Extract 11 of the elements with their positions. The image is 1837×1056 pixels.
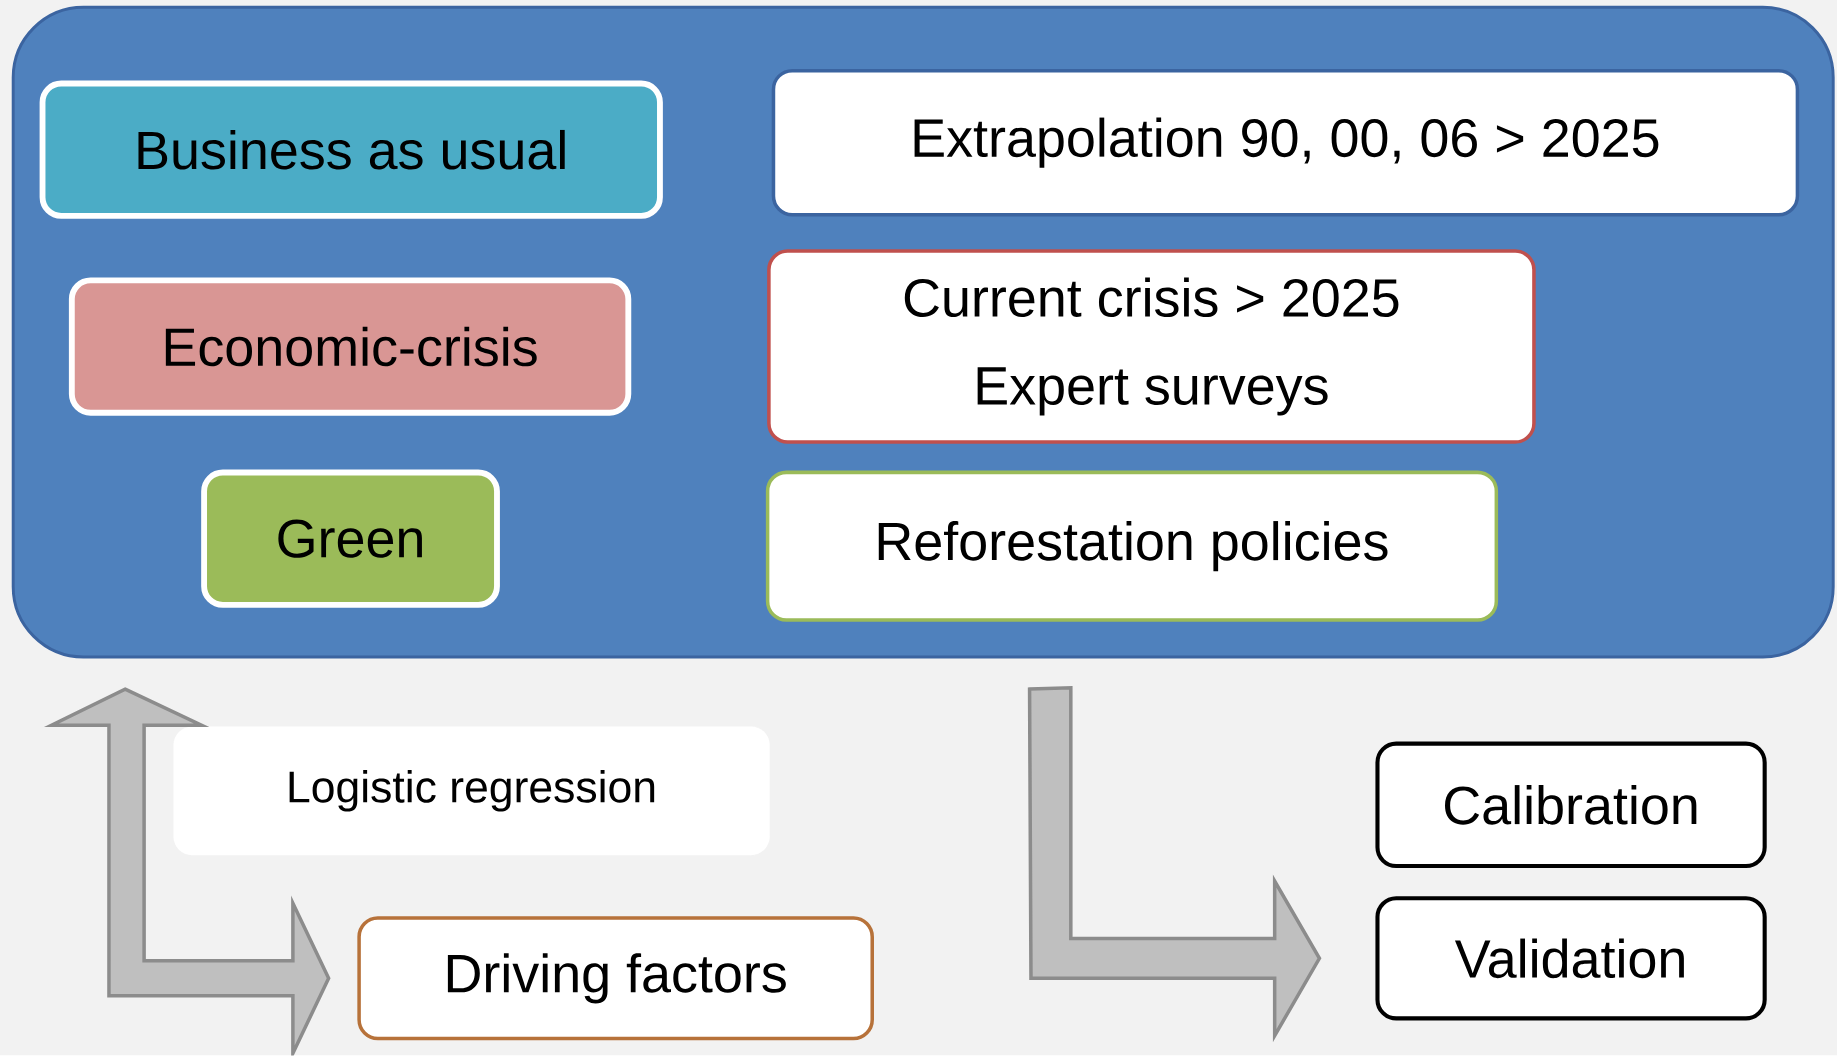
process-box: Driving factors — [357, 916, 874, 1041]
scenario-box: Green — [201, 469, 500, 608]
scenario-box: Economic-crisis — [68, 277, 632, 416]
process-box: Validation — [1375, 896, 1767, 1021]
description-box: Current crisis > 2025 Expert surveys — [767, 249, 1536, 444]
description-box: Extrapolation 90, 00, 06 > 2025 — [771, 69, 1800, 217]
description-box: Reforestation policies — [765, 470, 1499, 622]
block-arrow — [1027, 686, 1322, 1043]
scenario-box: Business as usual — [39, 80, 663, 220]
process-box: Calibration — [1375, 741, 1767, 869]
method-box: Logistic regression — [173, 726, 770, 856]
